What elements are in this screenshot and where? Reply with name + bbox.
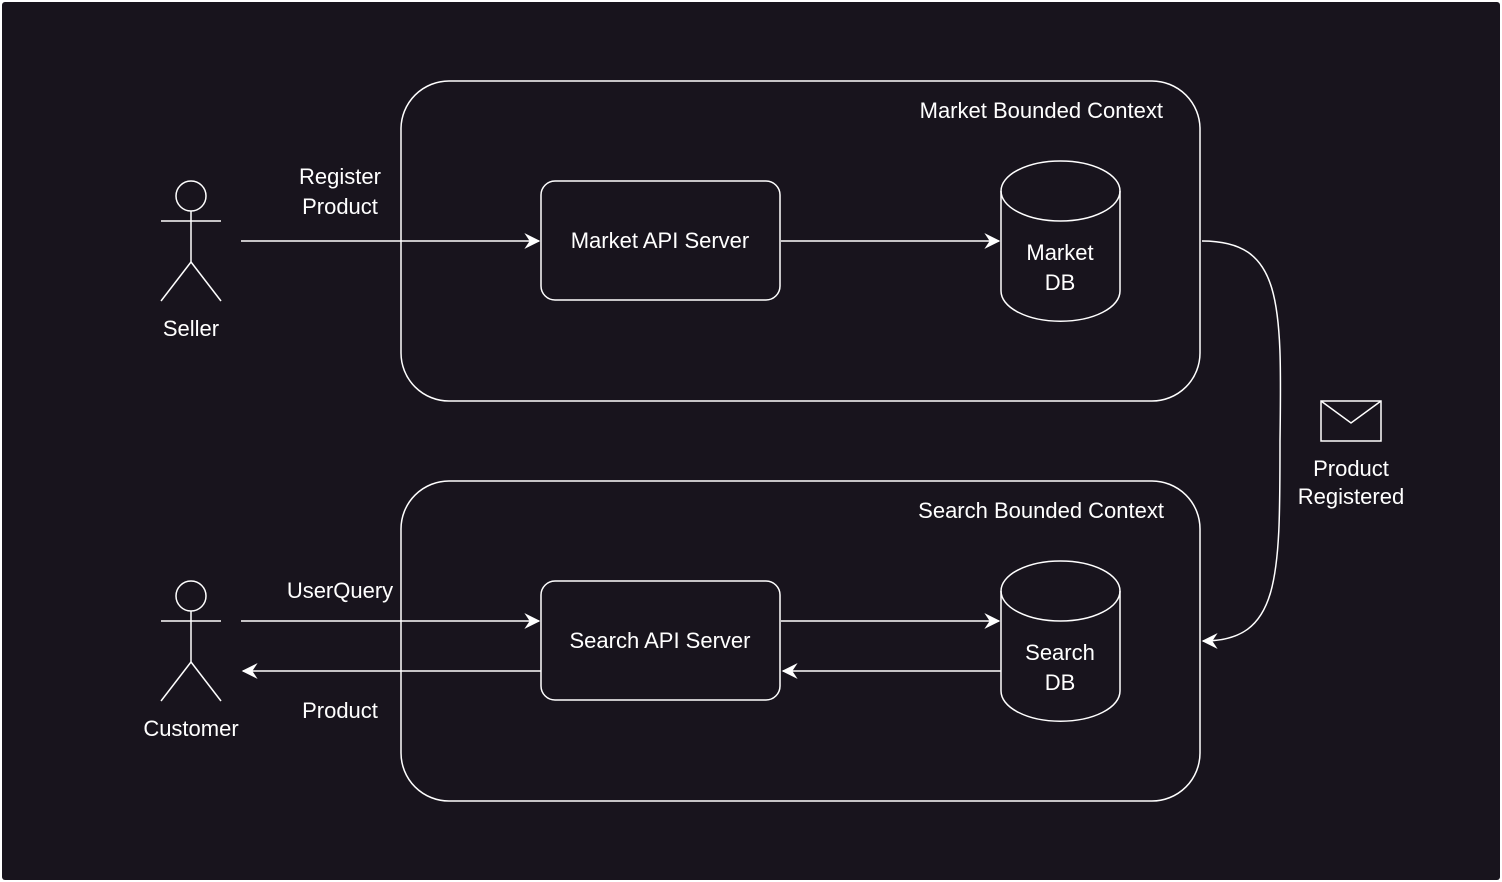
search-api-server[interactable] xyxy=(540,580,781,701)
register-product-label-line-1: Register xyxy=(299,164,381,189)
customer-label: Customer xyxy=(143,716,238,741)
market-db-label-line-1: Market xyxy=(1026,240,1093,265)
envelope-icon xyxy=(1320,400,1382,442)
user-query-label: UserQuery xyxy=(287,578,393,603)
search-api-server-label: Search API Server xyxy=(570,628,751,653)
search-db-label-line-2: DB xyxy=(1045,670,1076,695)
product-label: Product xyxy=(302,698,378,723)
market-api-server-label: Market API Server xyxy=(571,228,750,253)
product-registered-event-arrow[interactable] xyxy=(1201,240,1282,649)
seller-label: Seller xyxy=(163,316,219,341)
market-context-title: Market Bounded Context xyxy=(920,98,1163,123)
search-db[interactable] xyxy=(1000,560,1121,723)
search-db-label-line-1: Search xyxy=(1025,640,1095,665)
customer-actor[interactable] xyxy=(160,580,222,702)
search-bounded-context[interactable] xyxy=(400,480,1201,802)
event-label-line-1: Product xyxy=(1313,456,1389,481)
search-context-title: Search Bounded Context xyxy=(918,498,1164,523)
event-label-line-2: Registered xyxy=(1298,484,1404,509)
market-api-server[interactable] xyxy=(540,180,781,301)
market-db-label-line-2: DB xyxy=(1045,270,1076,295)
seller-actor[interactable] xyxy=(160,180,222,302)
register-product-label-line-2: Product xyxy=(302,194,378,219)
market-db[interactable] xyxy=(1000,160,1121,323)
